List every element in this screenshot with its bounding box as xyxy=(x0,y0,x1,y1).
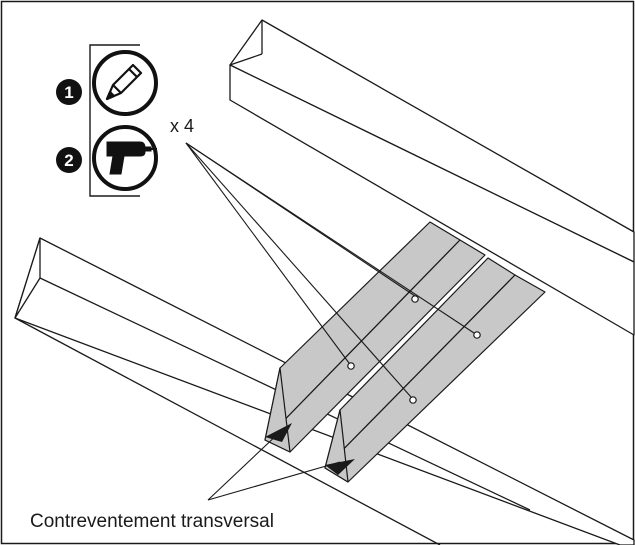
steps-bracket xyxy=(89,44,140,197)
step-1: 1 xyxy=(56,50,158,116)
step-number-badge xyxy=(56,147,82,173)
step-number: 1 xyxy=(64,83,73,102)
step-number-badge xyxy=(56,79,82,105)
step-2: 2 xyxy=(56,125,158,191)
quantity-label: x 4 xyxy=(170,116,194,136)
caption-text: Contreventement transversal xyxy=(30,511,274,532)
caption-leader-lines xyxy=(207,431,341,501)
arrow-head-1 xyxy=(265,423,292,442)
screw-point-4 xyxy=(409,396,417,404)
transverse-bracing xyxy=(264,221,546,483)
screw-point-3 xyxy=(347,362,355,370)
tool-ring xyxy=(92,125,158,191)
quantity-leader-lines xyxy=(185,142,475,398)
pencil-icon xyxy=(105,63,143,101)
screw-point-2 xyxy=(473,331,481,339)
screw-points xyxy=(347,295,481,404)
drill-icon xyxy=(106,141,157,175)
step-number: 2 xyxy=(64,151,73,170)
arrow-head-2 xyxy=(325,459,355,475)
upper-joist xyxy=(229,19,635,336)
screw-point-1 xyxy=(411,295,419,303)
